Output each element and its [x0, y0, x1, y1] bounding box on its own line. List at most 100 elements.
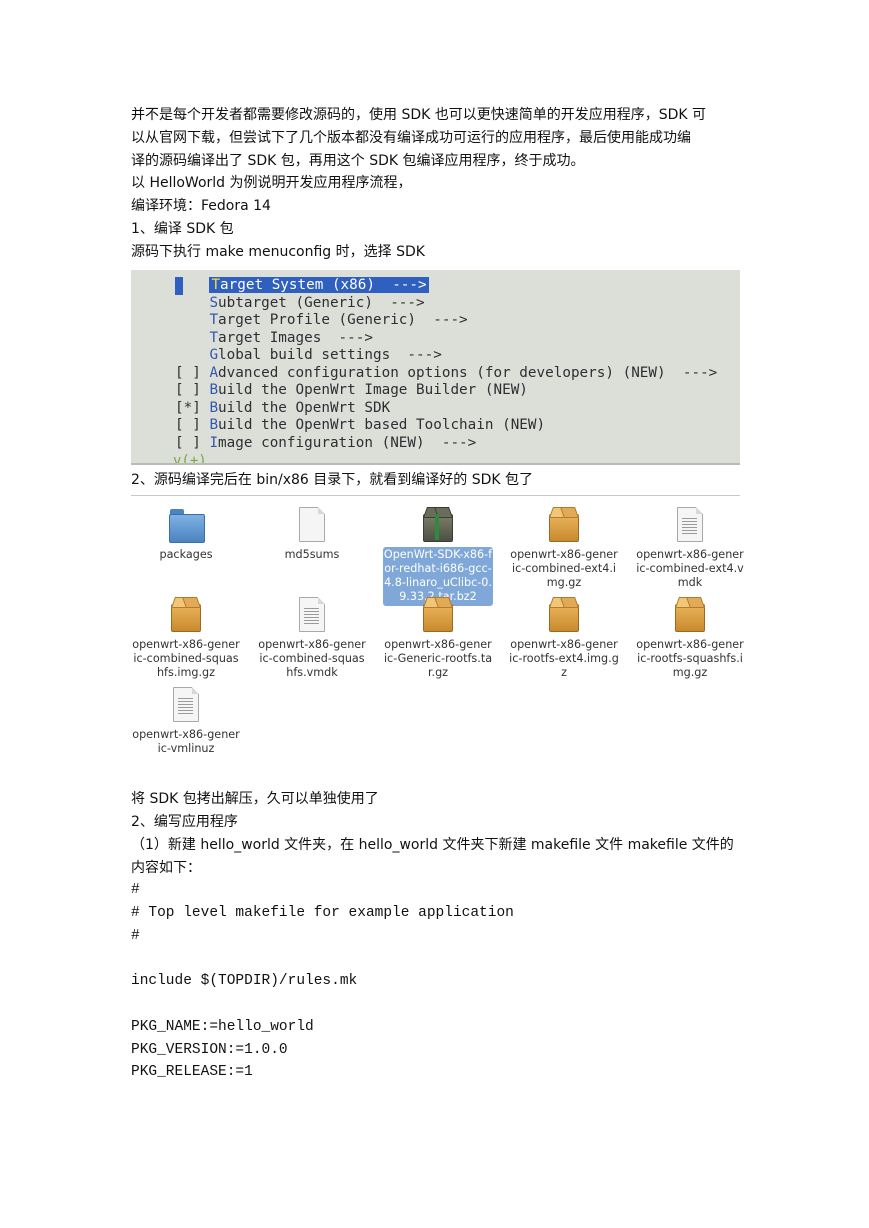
file-name: openwrt-x86-generic-vmlinuz [132, 728, 240, 755]
intro-line-3: 译的源码编译出了 SDK 包，再用这个 SDK 包编译应用程序，终于成功。 [131, 153, 585, 169]
menu-item[interactable]: [ ] Build the OpenWrt Image Builder (NEW… [175, 382, 528, 400]
text-document-icon [167, 686, 203, 722]
menu-item[interactable]: Target Profile (Generic) ---> [175, 312, 467, 330]
archive-icon [545, 596, 581, 632]
menuconfig-screenshot: Target System (x86) ---> Subtarget (Gene… [131, 270, 740, 465]
menu-item-hotkey: B [209, 417, 219, 433]
menu-item-text: uild the OpenWrt Image Builder (NEW) [218, 382, 528, 398]
menu-item-label: Global build settings ---> [209, 347, 441, 363]
menu-item[interactable]: Target Images ---> [175, 330, 373, 348]
menu-item[interactable]: [*] Build the OpenWrt SDK [175, 400, 390, 418]
step-2-desc-line-1: （1）新建 hello_world 文件夹，在 hello_world 文件夹下… [131, 837, 734, 853]
file-item[interactable]: openwrt-x86-generic-rootfs-squashfs.img.… [635, 596, 745, 679]
document-icon [293, 506, 329, 542]
menu-item-label: Target System (x86) ---> [209, 277, 429, 293]
file-name: openwrt-x86-generic-combined-ext4.img.gz [510, 548, 618, 589]
menu-item-hotkey: G [209, 347, 219, 363]
intro-line-1: 并不是每个开发者都需要修改源码的，使用 SDK 也可以更快速简单的开发应用程序，… [131, 107, 707, 123]
file-manager-divider [131, 495, 740, 496]
file-item[interactable]: md5sums [257, 506, 367, 586]
file-name: openwrt-x86-generic-Generic-rootfs.tar.g… [383, 638, 493, 679]
menu-item-label: Subtarget (Generic) ---> [209, 295, 424, 311]
menu-item-checkbox [175, 312, 209, 328]
archive-icon [419, 506, 455, 542]
menu-item-text: lobal build settings ---> [218, 347, 442, 363]
step-2-heading: 2、源码编译完后在 bin/x86 目录下，就看到编译好的 SDK 包了 [131, 472, 534, 488]
file-item[interactable]: packages [131, 506, 241, 586]
file-item[interactable]: openwrt-x86-generic-combined-ext4.vmdk [635, 506, 745, 589]
menu-cursor [175, 277, 183, 295]
menu-item-label: Advanced configuration options (for deve… [209, 365, 717, 381]
archive-icon [419, 596, 455, 632]
text-document-icon [671, 506, 707, 542]
menu-item[interactable]: Global build settings ---> [175, 347, 441, 365]
menu-item-checkbox [175, 347, 209, 363]
archive-icon [671, 596, 707, 632]
menu-item-checkbox: [ ] [175, 434, 210, 451]
code-line: PKG_RELEASE:=1 [131, 1064, 253, 1081]
code-line: # [131, 927, 140, 944]
file-item[interactable]: openwrt-x86-generic-vmlinuz [131, 686, 241, 766]
file-item[interactable]: openwrt-x86-generic-combined-squashfs.im… [131, 596, 241, 679]
menu-item-text: arget Images ---> [218, 329, 373, 346]
menu-item-hotkey: T [209, 329, 219, 346]
file-item[interactable]: openwrt-x86-generic-combined-ext4.img.gz [509, 506, 619, 589]
menu-item-text: ubtarget (Generic) ---> [218, 294, 425, 311]
menu-item-label: Target Images ---> [209, 330, 373, 346]
file-name: openwrt-x86-generic-rootfs-squashfs.img.… [636, 638, 744, 679]
folder-icon [167, 506, 205, 543]
file-item[interactable]: OpenWrt-SDK-x86-for-redhat-i686-gcc-4.8-… [383, 506, 493, 606]
menu-item-text: uild the OpenWrt SDK [218, 399, 391, 416]
menu-item-hotkey: B [209, 382, 219, 398]
text-document-icon [293, 596, 329, 632]
build-environment: 编译环境：Fedora 14 [131, 198, 271, 214]
menu-item[interactable]: [ ] Image configuration (NEW) ---> [175, 435, 476, 453]
menu-scroll-indicator: v(+) [173, 453, 207, 465]
file-item[interactable]: openwrt-x86-generic-rootfs-ext4.img.gz [509, 596, 619, 679]
menu-item-hotkey: B [209, 399, 219, 416]
step-1-heading: 1、编译 SDK 包 [131, 221, 234, 237]
menu-item-checkbox [175, 330, 209, 346]
menu-item-hotkey: A [209, 364, 219, 381]
archive-icon [545, 506, 581, 542]
code-line: # [131, 882, 140, 898]
file-name: OpenWrt-SDK-x86-for-redhat-i686-gcc-4.8-… [383, 547, 493, 606]
menu-item-checkbox [175, 295, 209, 311]
file-item[interactable]: openwrt-x86-generic-combined-squashfs.vm… [257, 596, 367, 679]
menu-item[interactable]: [ ] Build the OpenWrt based Toolchain (N… [175, 417, 545, 435]
code-line: # Top level makefile for example applica… [131, 904, 514, 921]
code-line: PKG_NAME:=hello_world [131, 1018, 314, 1035]
step-2-write-app-heading: 2、编写应用程序 [131, 814, 238, 830]
file-name: openwrt-x86-generic-rootfs-ext4.img.gz [509, 638, 619, 679]
menu-item-text: dvanced configuration options (for devel… [218, 364, 718, 381]
menu-item[interactable]: Subtarget (Generic) ---> [175, 295, 424, 313]
menu-item-hotkey: T [211, 277, 221, 293]
file-name: packages [159, 548, 213, 561]
step-2-desc-line-2: 内容如下： [131, 860, 201, 876]
menu-item-label: Build the OpenWrt SDK [209, 400, 390, 416]
menu-item[interactable]: [ ] Advanced configuration options (for … [175, 365, 717, 383]
file-name: md5sums [284, 548, 340, 561]
menu-item-checkbox: [ ] [175, 364, 210, 381]
menu-item-text: arget Profile (Generic) ---> [218, 312, 468, 328]
menu-item[interactable]: Target System (x86) ---> [175, 277, 429, 295]
menu-item-hotkey: T [209, 312, 219, 328]
menu-item-checkbox [175, 277, 209, 293]
menu-item-hotkey: I [209, 434, 219, 451]
menu-item-text: mage configuration (NEW) ---> [218, 434, 477, 451]
menu-item-label: Image configuration (NEW) ---> [209, 435, 476, 451]
intro-line-2: 以从官网下载，但尝试下了几个版本都没有编译成功可运行的应用程序，最后使用能成功编 [131, 130, 691, 146]
code-line: include $(TOPDIR)/rules.mk [131, 973, 358, 990]
step-1-description: 源码下执行 make menuconfig 时，选择 SDK [131, 244, 425, 260]
menu-item-checkbox: [ ] [175, 382, 210, 398]
menu-item-text: arget System (x86) ---> [220, 277, 427, 293]
archive-icon [167, 596, 203, 632]
menu-item-label: Target Profile (Generic) ---> [209, 312, 467, 328]
extract-note: 将 SDK 包拷出解压，久可以单独使用了 [131, 791, 379, 807]
menu-item-checkbox: [ ] [175, 417, 210, 433]
menu-item-text: uild the OpenWrt based Toolchain (NEW) [218, 417, 546, 433]
menu-item-label: Build the OpenWrt based Toolchain (NEW) [209, 417, 545, 433]
intro-line-4: 以 HelloWorld 为例说明开发应用程序流程， [131, 175, 412, 191]
file-item[interactable]: openwrt-x86-generic-Generic-rootfs.tar.g… [383, 596, 493, 679]
file-name: openwrt-x86-generic-combined-squashfs.vm… [258, 638, 366, 679]
